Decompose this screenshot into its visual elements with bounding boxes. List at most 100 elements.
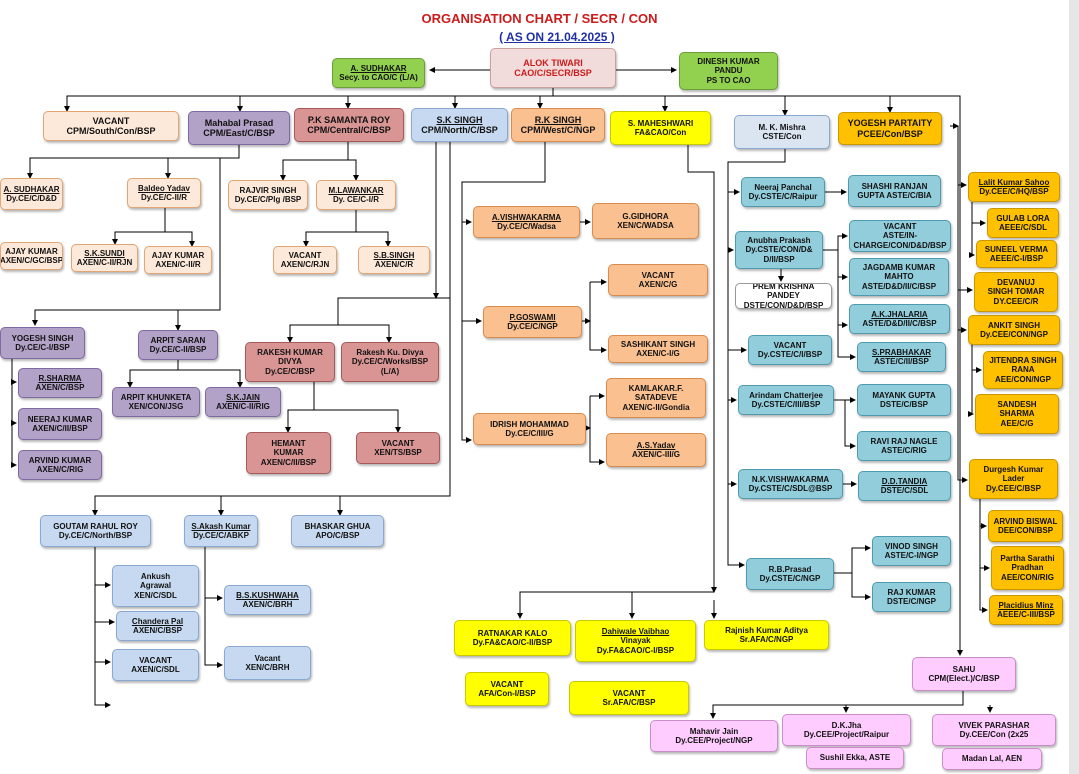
node-line: Vacant: [254, 653, 281, 663]
node-line: RAVI RAJ NAGLE: [870, 436, 938, 446]
connector-17: [280, 142, 349, 181]
node-line: SHARMA: [999, 409, 1035, 419]
node-line: Dy.CEE/Project/Raipur: [803, 730, 890, 739]
node-line: AXEN/C/SDL: [131, 665, 180, 674]
node-line: RATNAKAR KALO: [477, 628, 548, 638]
node-line: A.S.Yadav: [636, 440, 676, 450]
node-line: CHARGE/CON/D&D/BSP: [853, 240, 947, 250]
node-line: YOGESH SINGH: [11, 333, 74, 343]
connector-28: [178, 369, 243, 388]
node-line: AJAY KUMAR: [5, 246, 58, 256]
node-line: KUMAR: [273, 448, 304, 458]
node-line: Anubha Prakash: [747, 236, 811, 246]
node-line: RAJVIR SINGH: [239, 185, 297, 195]
node-line: ASTE/C-I/NGP: [884, 551, 939, 560]
node-line: Dy.CE/C/Wadsa: [497, 222, 556, 231]
node-line: Dy.CE/C/Plg /BSP: [234, 195, 302, 204]
node-line: DEE/CON/BSP: [997, 526, 1054, 535]
connector-67: [844, 400, 856, 449]
node-line: RAJ KUMAR: [887, 587, 936, 597]
connector-13: [32, 158, 221, 326]
node-line: Ankush: [140, 572, 171, 582]
node-line: Dy.FA&CAO/C-I/BSP: [596, 645, 675, 655]
connector-80: [979, 499, 988, 613]
node-line: A.K.JHALARIA: [871, 309, 928, 319]
node-line: JITENDRA SINGH: [989, 356, 1057, 366]
connector-18: [348, 159, 359, 181]
connector-38: [204, 547, 223, 668]
node-line: CPM/North/C/BSP: [421, 125, 498, 135]
connector-78: [968, 340, 974, 417]
node-line: P.GOSWAMI: [509, 312, 556, 322]
node-line: XEN/C/WADSA: [617, 221, 674, 230]
node-line: S. MAHESHWARI: [627, 118, 694, 128]
node-line: AEE/CON/RIG: [1001, 572, 1054, 582]
node-line: Dy.CSTE/C/I/BSP: [757, 350, 823, 359]
connector-27: [127, 360, 179, 388]
node-line: Rakesh Ku. Divya: [356, 348, 424, 358]
node-line: RANA: [1011, 365, 1035, 375]
node-line: AXEN/C-II/Gondia: [622, 402, 690, 412]
subtitle-date: 21.04.2025: [547, 30, 608, 44]
node-line: Placidius Minz: [998, 600, 1054, 610]
node-line: SASHIKANT SINGH: [620, 339, 696, 349]
node-line: CSTE/Con: [762, 132, 802, 141]
node-line: Vinayak: [620, 636, 651, 646]
node-line: AXEN/C-II/R: [155, 260, 201, 269]
node-line: Chandera Pal: [131, 616, 184, 626]
node-line: ARVIND KUMAR: [28, 455, 92, 465]
connector-44: [589, 282, 607, 353]
node-line: Neeraj Panchal: [754, 182, 812, 192]
node-line: Agrawal: [139, 581, 172, 591]
node-line: AEE/C/G: [1000, 418, 1034, 428]
node-line: KAMLAKAR.F.: [628, 384, 684, 394]
node-line: SUNEEL VERMA: [984, 244, 1049, 254]
node-line: XEN/TS/BSP: [374, 448, 422, 457]
node-line: VACANT: [381, 438, 415, 448]
connector-21: [287, 142, 451, 343]
connector-61: [823, 233, 848, 251]
node-line: D.K.Jha: [831, 720, 862, 730]
node-line: Dy.CEE/Con (2x25: [959, 730, 1029, 739]
node-line: Lader: [1002, 474, 1025, 484]
connector-15: [112, 208, 166, 245]
node-line: Dy.CE/C/NGP: [507, 322, 558, 331]
node-line: AEEE/C/SDL: [998, 223, 1047, 232]
node-line: RAKESH KUMAR: [257, 348, 323, 358]
connector-50: [687, 145, 717, 593]
node-line: DINESH KUMAR: [697, 57, 760, 67]
node-line: ANKIT SINGH: [988, 320, 1040, 330]
node-line: CAO/C/SECR/BSP: [514, 68, 592, 78]
node-line: IDRISH MOHAMMAD: [490, 419, 569, 429]
connector-22: [338, 324, 392, 343]
connector-47: [589, 396, 605, 465]
node-line: Sr.AFA/C/BSP: [602, 698, 656, 707]
